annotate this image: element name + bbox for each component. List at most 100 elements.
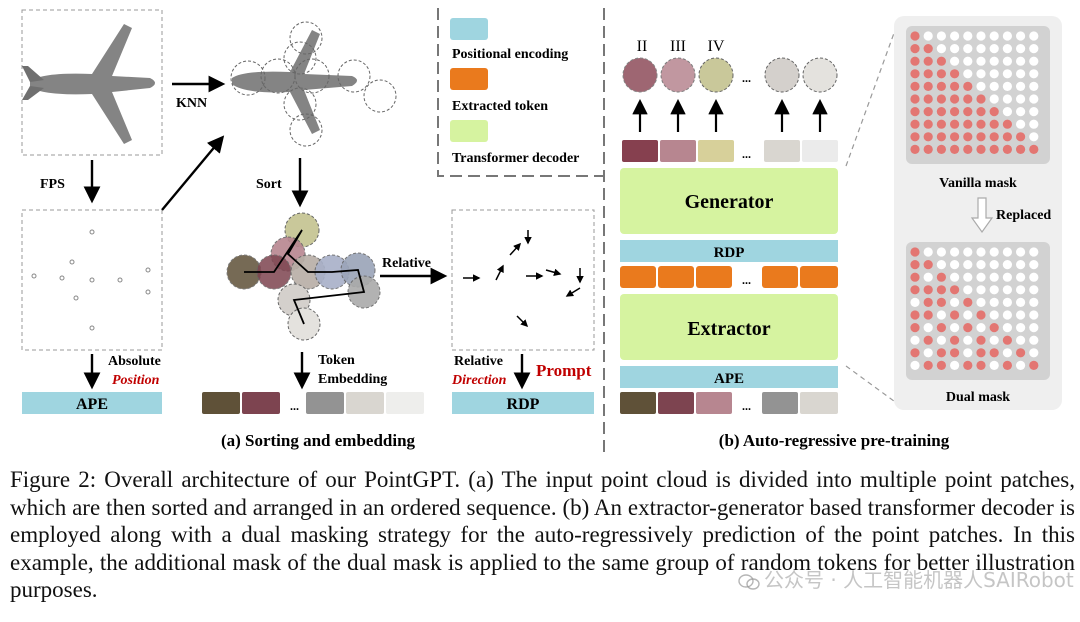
mask-dot [936,56,947,66]
direction-arrows [463,230,584,328]
mask-dot [976,107,986,117]
sorted-patches [226,212,381,341]
mask-dot [936,44,947,54]
mask-dot [936,119,947,129]
ape-label-a: APE [76,396,108,413]
watermark-text: 公众号 · 人工智能机器人SAIRobotics [764,568,1074,592]
mask-dot [963,247,973,257]
mask-dot [1016,247,1026,257]
mask-connector-bottom [845,365,899,405]
mask-dot [989,360,999,370]
mask-dot [1002,94,1013,104]
output-token-row: ... [622,140,838,162]
architecture-figure: KNN FPS Sort Relative [21,8,1062,452]
mask-dot [1016,94,1026,104]
ape-bar-b [620,366,838,388]
mask-dot [950,297,960,307]
mask-dot [963,69,973,79]
mask-dot [910,348,920,358]
rdp-label-b: RDP [714,245,745,261]
mask-dot [950,260,960,270]
mask-dot [976,119,986,129]
centers-to-knn-arrow [161,135,225,211]
mask-dot [989,94,999,104]
mask-dot [950,31,960,41]
vanilla-mask-dots [910,31,1039,154]
mask-dot [989,56,999,66]
mask-dot [1016,285,1026,295]
position-label: Position [112,373,160,388]
mask-dot [1016,56,1026,66]
mask-dot [963,81,973,91]
mask-dot [1016,44,1026,54]
mask-dot [1029,132,1039,142]
legend-swatch-decoder [450,120,488,142]
mask-dot [989,247,999,257]
mask-dot [923,119,933,129]
prompt-label: Prompt [536,361,592,380]
mask-dot [989,69,999,79]
mask-dot [910,144,920,154]
mask-dot [950,348,960,358]
mask-dot [976,31,986,41]
mask-dot [1029,310,1039,320]
mask-dot [923,272,933,282]
relative2-label: Relative [454,354,503,369]
mask-dot [1002,107,1013,117]
mask-dot [963,360,973,370]
mask-dot [923,144,933,154]
mask-dot [1016,360,1026,370]
mask-connector-top [845,21,899,167]
mask-dot [963,260,973,270]
mask-dot [1002,132,1013,142]
mask-dot [989,323,999,333]
roman-3: III [670,38,686,55]
mask-dot [936,323,947,333]
mask-dot [936,348,947,358]
mask-dot [976,69,986,79]
mask-dot [950,335,960,345]
mask-dot [1016,297,1026,307]
mask-dot [963,348,973,358]
mask-dot [963,56,973,66]
airplane-point-cloud [22,24,155,144]
mask-dot [1029,360,1039,370]
mask-dot [910,260,920,270]
mask-dot [923,132,933,142]
relative-label: Relative [382,256,431,271]
mask-dot [936,132,947,142]
rdp-label-a: RDP [507,396,540,413]
mask-dot [963,335,973,345]
mask-dot [1016,335,1026,345]
dual-mask-dots [910,247,1039,370]
mask-dot [923,31,933,41]
mask-dot [1029,81,1039,91]
predicted-patches: ... [622,57,838,93]
mask-dot [950,272,960,282]
mask-dot [1002,348,1013,358]
mask-dot [1029,31,1039,41]
mask-dot [936,285,947,295]
roman-2: II [637,38,648,55]
mask-dot [923,348,933,358]
mask-dot [963,94,973,104]
svg-text:...: ... [742,147,751,161]
mask-dot [963,285,973,295]
roman-4: IV [708,38,725,55]
mask-dot [963,44,973,54]
mask-dot [1016,272,1026,282]
mask-dot [936,360,947,370]
mask-dot [950,107,960,117]
mask-dot [936,335,947,345]
mask-dot [976,260,986,270]
mask-dot [950,360,960,370]
mask-dot [923,247,933,257]
mask-dot [1002,144,1013,154]
mask-dot [976,247,986,257]
caption-a: (a) Sorting and embedding [221,431,416,450]
mask-dot [976,56,986,66]
mask-dot [923,285,933,295]
mask-dot [910,297,920,307]
mask-dot [1002,56,1013,66]
fps-label: FPS [40,177,65,192]
